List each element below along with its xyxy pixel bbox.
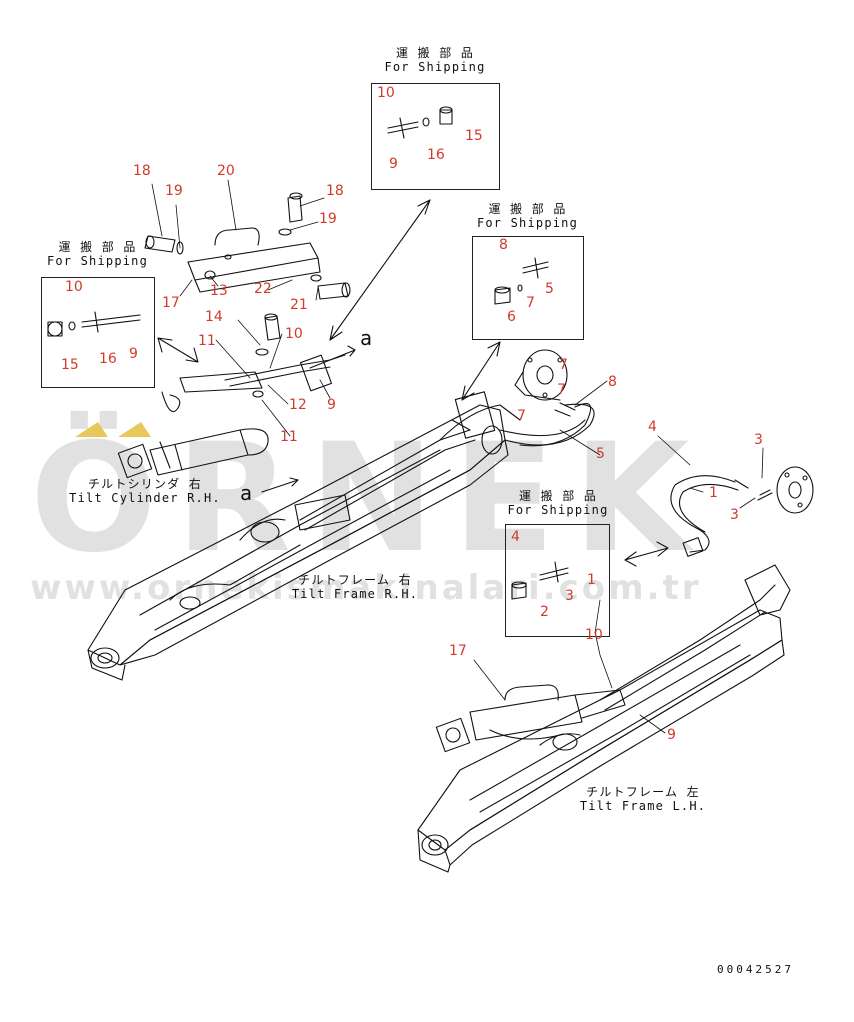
callout-18b: 18	[326, 183, 344, 199]
callout-15: 15	[465, 128, 483, 144]
shipping-box-upper-right	[472, 236, 584, 340]
callout-7: 7	[526, 295, 535, 311]
callout-19a: 19	[165, 183, 183, 199]
tilt-frame-rh	[87, 404, 509, 681]
callout-10d: 10	[585, 627, 603, 643]
connector-arrows	[157, 199, 669, 567]
caption-en: Tilt Frame R.H.	[291, 586, 419, 601]
callout-10c: 10	[65, 279, 83, 295]
callout-7b: 7	[559, 357, 568, 373]
callout-20: 20	[217, 163, 235, 179]
callout-9d: 9	[667, 727, 676, 743]
caption-jp: チルトシリンダ 右	[87, 477, 203, 491]
view-mark-top: a	[360, 326, 374, 350]
caption-tilt-frame-rh: チルトフレーム 右 Tilt Frame R.H.	[280, 573, 430, 602]
callout-1b: 1	[587, 572, 596, 588]
callout-22: 22	[254, 281, 272, 297]
callout-5: 5	[545, 281, 554, 297]
shipping-parts-upper-right	[494, 257, 549, 305]
callout-7d: 7	[517, 408, 526, 424]
callout-11a: 11	[198, 333, 216, 349]
callout-12: 12	[289, 397, 307, 413]
logo-mark-right	[118, 422, 151, 437]
shipping-label-en: For Shipping	[507, 502, 609, 517]
shipping-parts-lower	[511, 561, 569, 600]
callout-3a: 3	[754, 432, 763, 448]
callout-13: 13	[210, 283, 228, 299]
callout-9c: 9	[129, 346, 138, 362]
shipping-box-top	[371, 83, 500, 190]
flange-plate-rh	[514, 349, 568, 401]
shipping-label-left: 運 搬 部 品 For Shipping	[40, 240, 155, 269]
shipping-label-top: 運 搬 部 品 For Shipping	[370, 46, 500, 75]
bolts-top	[144, 192, 351, 398]
callout-8b: 8	[608, 374, 617, 390]
leader-lines	[151, 179, 764, 734]
shipping-label-jp: 運 搬 部 品	[395, 46, 475, 60]
shipping-label-en: For Shipping	[46, 253, 149, 268]
drawing-number: 00042527	[717, 963, 794, 976]
callout-16: 16	[427, 147, 445, 163]
callout-3b: 3	[730, 507, 739, 523]
shipping-label-lower: 運 搬 部 品 For Shipping	[503, 489, 613, 518]
callout-8: 8	[499, 237, 508, 253]
callout-10: 10	[377, 85, 395, 101]
callout-14: 14	[205, 309, 223, 325]
watermark-url: www.ornekismakinalari.com.tr	[30, 568, 702, 608]
callout-3c: 3	[565, 588, 574, 604]
shipping-label-en: For Shipping	[384, 59, 486, 74]
hose-4	[670, 475, 749, 557]
callout-6: 6	[507, 309, 516, 325]
view-arrow-mid	[261, 477, 299, 493]
callout-5b: 5	[596, 446, 605, 462]
shipping-box-left	[41, 277, 155, 388]
shipping-label-jp: 運 搬 部 品	[488, 202, 567, 216]
shipping-parts-top	[387, 106, 453, 139]
shipping-box-lower	[505, 524, 610, 637]
callout-7c: 7	[557, 382, 566, 398]
callout-9b: 9	[327, 397, 336, 413]
hose-assembly-top	[161, 354, 346, 413]
shipping-label-upper-right: 運 搬 部 品 For Shipping	[470, 202, 585, 231]
callout-17a: 17	[162, 295, 180, 311]
tilt-cylinder-lh	[435, 684, 626, 753]
caption-en: Tilt Frame L.H.	[579, 798, 707, 813]
cover-plate	[187, 227, 321, 293]
callout-18a: 18	[133, 163, 151, 179]
view-arrow-top	[309, 345, 356, 369]
callout-4: 4	[648, 419, 657, 435]
shipping-label-en: For Shipping	[476, 215, 579, 230]
caption-jp: チルトフレーム 右	[298, 573, 412, 587]
hose-assembly-rh	[439, 391, 595, 455]
callout-17b: 17	[449, 643, 467, 659]
tilt-frame-lh	[417, 564, 791, 873]
caption-tilt-cylinder-rh: チルトシリンダ 右 Tilt Cylinder R.H.	[60, 477, 230, 506]
callout-10b: 10	[285, 326, 303, 342]
tilt-cylinder-rh	[117, 428, 269, 479]
caption-tilt-frame-lh: チルトフレーム 左 Tilt Frame L.H.	[568, 785, 718, 814]
caption-jp: チルトフレーム 左	[586, 785, 700, 799]
callout-1a: 1	[709, 485, 718, 501]
hose-8	[519, 403, 592, 447]
view-mark-mid: a	[240, 481, 254, 505]
logo-mark-left	[75, 422, 108, 437]
callout-9: 9	[389, 156, 398, 172]
callout-16b: 16	[99, 351, 117, 367]
caption-en: Tilt Cylinder R.H.	[69, 490, 221, 505]
callout-15b: 15	[61, 357, 79, 373]
flange-plate-lh	[757, 466, 814, 514]
callout-4b: 4	[511, 529, 520, 545]
callout-2: 2	[540, 604, 549, 620]
callout-19b: 19	[319, 211, 337, 227]
shipping-parts-left	[47, 311, 141, 337]
shipping-label-jp: 運 搬 部 品	[518, 489, 598, 503]
callout-21: 21	[290, 297, 308, 313]
shipping-label-jp: 運 搬 部 品	[58, 240, 137, 254]
callout-11b: 11	[280, 429, 298, 445]
